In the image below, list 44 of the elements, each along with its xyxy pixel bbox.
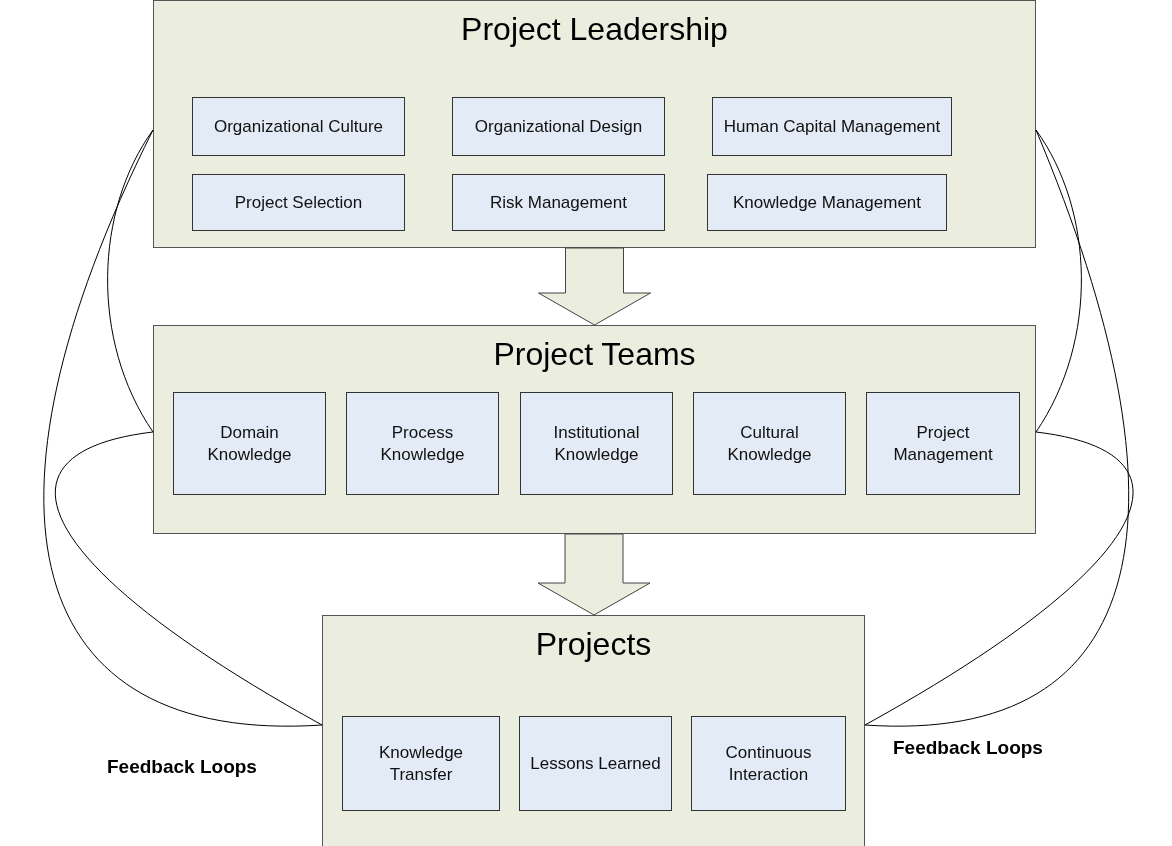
topic-box	[707, 174, 947, 231]
topic-box	[519, 716, 672, 811]
topic-label: Organizational Culture	[212, 115, 385, 138]
topic-label: Project Management	[892, 421, 994, 466]
topic-label: Project Selection	[233, 191, 364, 214]
topic-box	[452, 97, 665, 156]
feedback-curve	[864, 431, 1133, 726]
feedback-curve	[1035, 129, 1082, 433]
group-panel	[153, 0, 1036, 248]
topic-box	[691, 716, 846, 811]
topic-label: Domain Knowledge	[206, 421, 293, 466]
topic-label: Cultural Knowledge	[726, 421, 813, 466]
panel-title: Project Leadership	[460, 10, 729, 49]
feedback-curve	[864, 129, 1129, 726]
topic-box	[866, 392, 1020, 495]
feedback-curve	[107, 129, 154, 433]
group-panel	[153, 325, 1036, 534]
block-arrow	[537, 533, 651, 616]
topic-box	[173, 392, 326, 495]
topic-box	[342, 716, 500, 811]
feedback-curve	[44, 129, 323, 726]
note-label: Feedback Loops	[107, 755, 257, 779]
topic-label: Knowledge Transfer	[377, 741, 465, 786]
topic-box	[346, 392, 499, 495]
panel-title: Project Teams	[492, 335, 697, 374]
topic-label: Lessons Learned	[529, 752, 662, 775]
note-label: Feedback Loops	[893, 736, 1043, 760]
feedback-curve	[55, 431, 323, 726]
topic-box	[192, 97, 405, 156]
topic-box	[452, 174, 665, 231]
topic-label: Continuous Interaction	[724, 741, 813, 786]
topic-label: Institutional Knowledge	[552, 421, 641, 466]
topic-box	[693, 392, 846, 495]
topic-box	[520, 392, 673, 495]
topic-box	[192, 174, 405, 231]
topic-label: Process Knowledge	[379, 421, 466, 466]
topic-label: Organizational Design	[473, 115, 644, 138]
group-panel	[322, 615, 865, 846]
topic-label: Risk Management	[489, 191, 628, 214]
topic-label: Knowledge Management	[731, 191, 923, 214]
topic-label: Human Capital Management	[722, 115, 942, 138]
block-arrow	[538, 247, 651, 326]
panel-title: Projects	[534, 625, 653, 664]
topic-box	[712, 97, 952, 156]
